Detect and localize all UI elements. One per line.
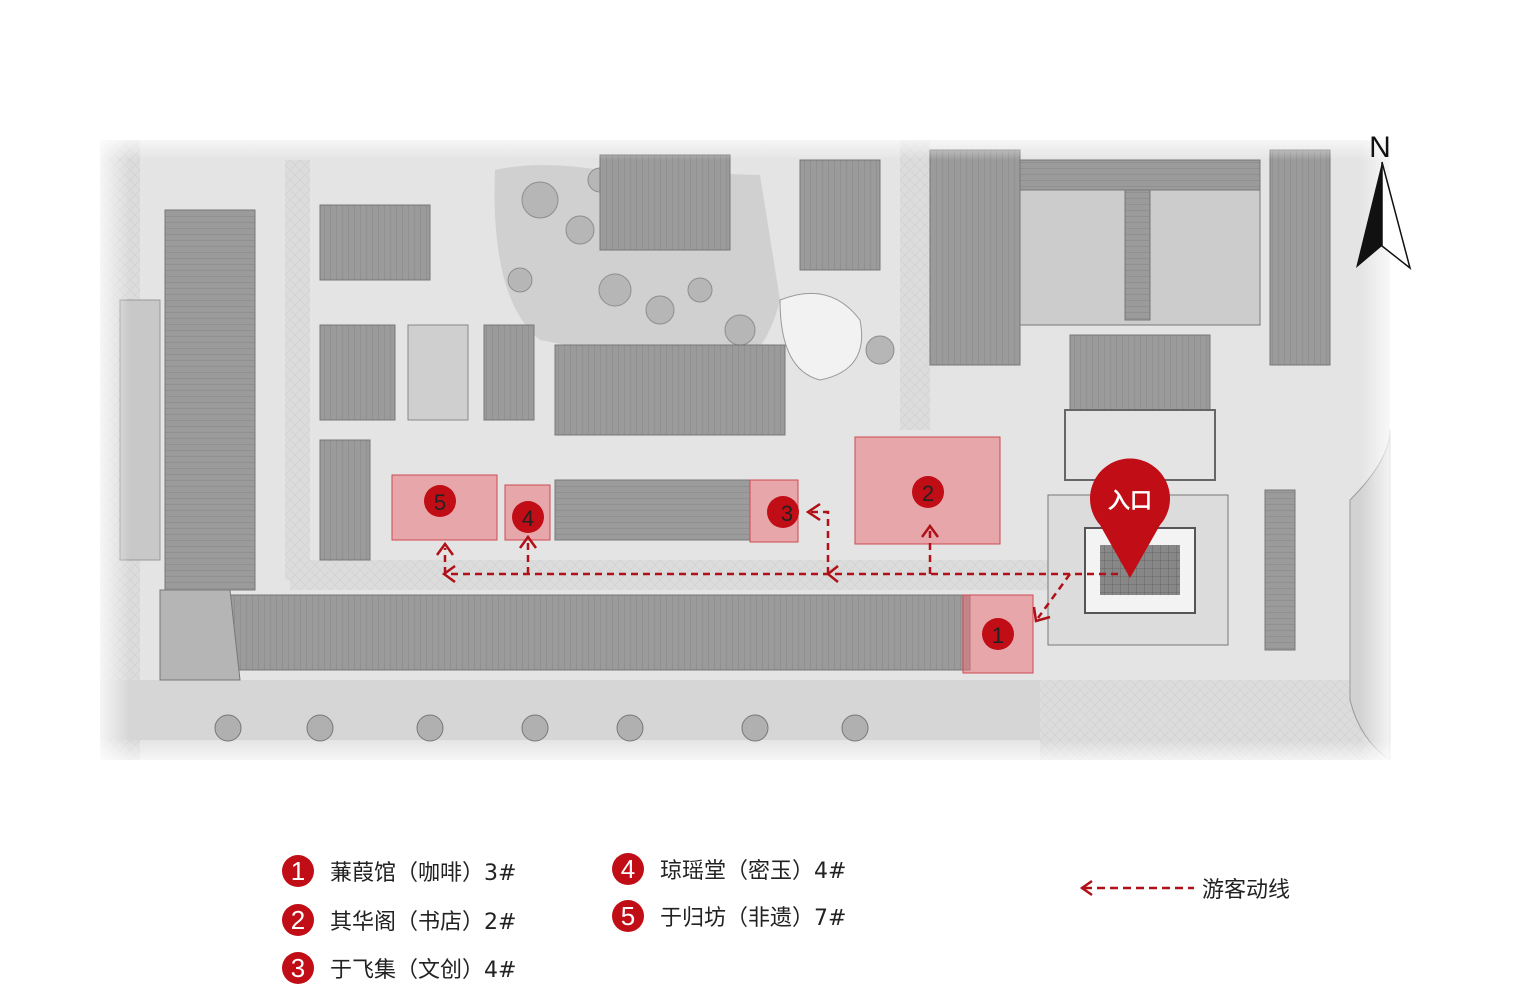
svg-text:N: N (1369, 131, 1391, 164)
visitor-route (443, 510, 1118, 619)
nw-building-b (319, 324, 396, 421)
svg-text:5: 5 (434, 490, 446, 515)
legend-number-4: 4 (612, 853, 644, 885)
west-long-building (164, 209, 256, 591)
map-marker-4[interactable]: 4 (512, 501, 544, 533)
inner-lane (285, 160, 310, 580)
entrance-pin[interactable]: 入口 (1089, 458, 1170, 578)
legend-number-3: 3 (282, 952, 314, 984)
east-gate (1264, 489, 1296, 651)
nw-courtyard (407, 324, 469, 421)
central-row (554, 479, 751, 541)
north-lane (900, 140, 930, 430)
north-arrow-icon: N (1356, 131, 1412, 270)
north-building-small (799, 159, 881, 271)
legend-text-4: 琼瑶堂（密玉）4# (660, 859, 847, 884)
east-hall (1069, 334, 1211, 411)
legend-text-2: 其华阁（书店）2# (330, 910, 517, 935)
legend-item-3: 3 于飞集（文创）4# (282, 952, 516, 984)
route-legend-label: 游客动线 (1202, 878, 1291, 903)
legend-text-3: 于飞集（文创）4# (330, 958, 517, 983)
street-trees (214, 714, 869, 742)
legend-item-4: 4 琼瑶堂（密玉）4# (612, 853, 846, 885)
legend-item-5: 5 于归坊（非遗）7# (612, 900, 846, 932)
legend-text-1: 蒹葭馆（咖啡）3# (330, 861, 517, 886)
legend-number-5: 5 (612, 900, 644, 932)
route-arrowheads (435, 502, 1051, 623)
nw-building-c (319, 439, 371, 561)
map-markers: 1 2 3 4 5 (424, 476, 1014, 650)
legend-item-1: 1 蒹葭馆（咖啡）3# (282, 855, 516, 887)
north-building (599, 154, 731, 251)
south-long-building (229, 594, 971, 671)
south-road (100, 680, 1050, 740)
nw-building-d (483, 324, 535, 421)
nw-building-a (319, 204, 431, 281)
mid-cluster (554, 344, 786, 436)
svg-text:入口: 入口 (1108, 488, 1152, 513)
svg-text:4: 4 (522, 506, 534, 531)
dashed-arrow-icon (1080, 879, 1194, 897)
route-legend: 游客动线 (1080, 872, 1290, 904)
map-marker-1[interactable]: 1 (982, 618, 1014, 650)
map-marker-5[interactable]: 5 (424, 485, 456, 517)
legend-item-2: 2 其华阁（书店）2# (282, 904, 516, 936)
svg-text:1: 1 (992, 623, 1004, 648)
garden-pond (779, 292, 863, 381)
svg-text:2: 2 (922, 481, 934, 506)
legend-number-2: 2 (282, 904, 314, 936)
svg-text:3: 3 (781, 501, 793, 526)
legend-text-5: 于归坊（非遗）7# (660, 906, 847, 931)
map-marker-2[interactable]: 2 (912, 476, 944, 508)
legend-number-1: 1 (282, 855, 314, 887)
map-marker-3[interactable]: 3 (767, 496, 799, 528)
